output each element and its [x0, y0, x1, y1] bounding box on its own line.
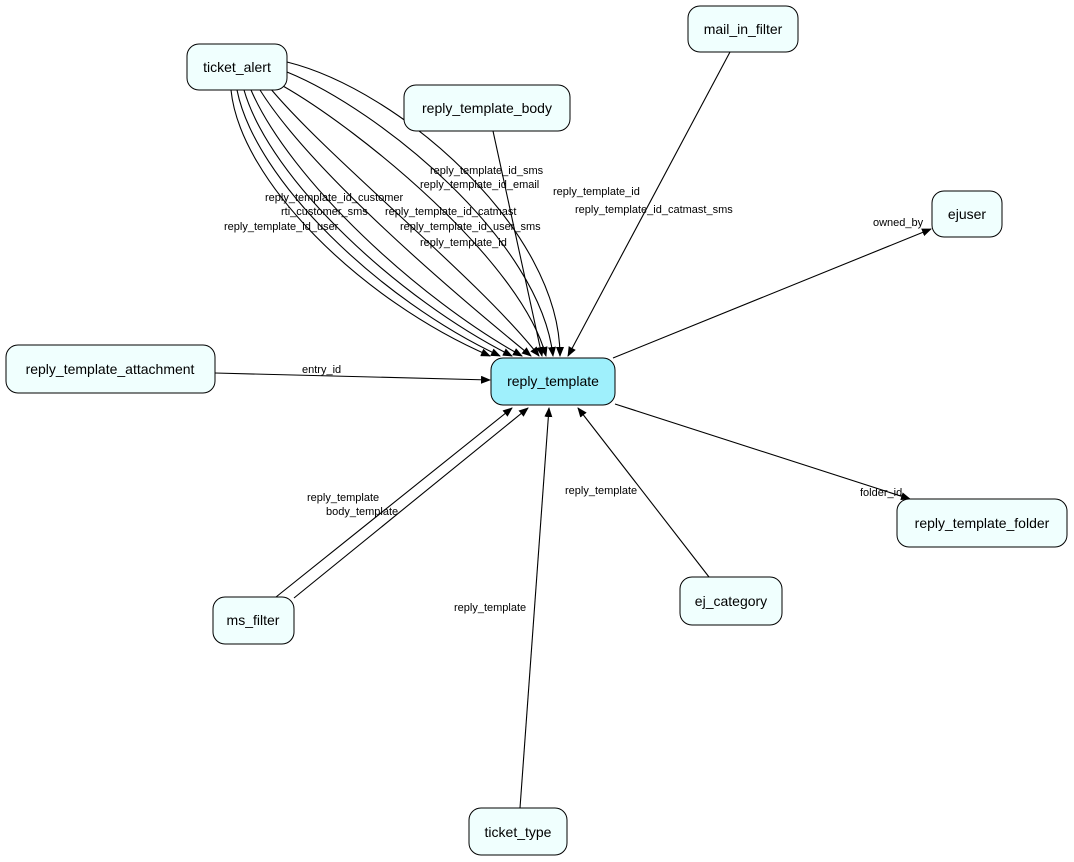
edge-label: reply_template — [454, 602, 526, 614]
node-ms-filter[interactable]: ms_filter — [212, 596, 295, 645]
node-label: ms_filter — [227, 612, 280, 628]
node-mail-in-filter[interactable]: mail_in_filter — [687, 5, 799, 53]
edge-ms-filter-2 — [293, 407, 529, 599]
node-reply-template-folder[interactable]: reply_template_folder — [896, 498, 1068, 548]
edge-label: reply_template_id_catmast_sms — [575, 204, 733, 216]
edge-mail-in-filter — [567, 51, 731, 357]
edge-ta-email — [259, 89, 532, 357]
edge-ta-id — [269, 87, 540, 357]
node-reply-template-body[interactable]: reply_template_body — [403, 84, 571, 132]
edge-label: folder_id — [860, 487, 902, 499]
edge-label: reply_template — [565, 485, 637, 497]
node-label: ej_category — [695, 593, 767, 609]
edge-label: reply_template_id — [420, 237, 507, 249]
edge-folder — [614, 403, 911, 501]
node-reply-template[interactable]: reply_template — [490, 357, 616, 406]
edge-ms-filter-1 — [275, 407, 513, 598]
edge-label: rti_customer_sms — [281, 206, 368, 218]
edge-label: reply_template_id_catmast — [385, 206, 516, 218]
node-label: reply_template_body — [422, 100, 552, 116]
edge-label: body_template — [326, 506, 398, 518]
edge-label: reply_template_id — [553, 186, 640, 198]
edge-body — [492, 130, 544, 357]
edge-ticket-type — [519, 407, 553, 809]
edge-ta-catmast-sms — [286, 61, 564, 357]
edge-label: reply_template_id_user_sms — [400, 221, 541, 233]
edge-label: reply_template_id_user — [224, 221, 339, 233]
node-reply-template-attachment[interactable]: reply_template_attachment — [5, 344, 216, 394]
node-label: ticket_alert — [203, 59, 271, 75]
edge-ta-sms — [286, 71, 556, 357]
node-label: reply_template — [507, 373, 599, 389]
edge-label: reply_template_id_sms — [430, 165, 544, 177]
edge-ta-user — [230, 89, 491, 357]
edge-label: owned_by — [873, 217, 924, 229]
node-label: mail_in_filter — [704, 21, 783, 37]
edge-ej-category — [577, 407, 710, 578]
edge-ta-user-sms — [282, 85, 548, 357]
edge-ta-customer — [236, 89, 501, 357]
node-label: reply_template_folder — [915, 515, 1050, 531]
node-label: reply_template_attachment — [26, 361, 195, 377]
edge-attachment — [214, 372, 491, 384]
node-ticket-alert[interactable]: ticket_alert — [186, 43, 288, 91]
edge-ta-customer-sms — [243, 89, 513, 357]
edge-ta-catmast — [250, 89, 523, 357]
edges — [214, 51, 932, 809]
edge-label: entry_id — [302, 364, 341, 376]
node-ej-category[interactable]: ej_category — [679, 576, 783, 626]
node-ticket-type[interactable]: ticket_type — [468, 807, 568, 856]
edge-label: reply_template — [307, 492, 379, 504]
node-label: ticket_type — [485, 824, 552, 840]
node-ejuser[interactable]: ejuser — [931, 190, 1003, 238]
edge-ejuser — [612, 228, 932, 359]
edge-label: reply_template_id_customer — [265, 192, 404, 204]
node-label: ejuser — [948, 206, 986, 222]
edge-labels: reply_template_id_sms reply_template_id_… — [224, 165, 924, 614]
edge-label: reply_template_id_email — [420, 179, 539, 191]
